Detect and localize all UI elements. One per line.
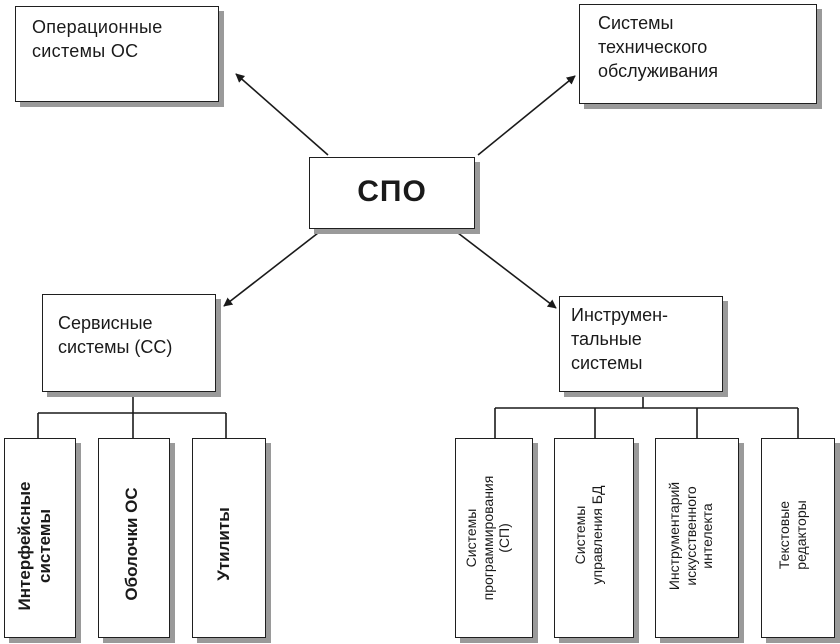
arrow-to-service [223,232,319,307]
instrumental-systems-box [559,296,723,392]
text-editors-label: Текстовые редакторы [776,500,809,570]
arrow-to-os [235,73,329,156]
ai-tools-label: Инструментарий искусственного интелекта [666,481,716,591]
instrumental-systems-label: Инструмен- тальные системы [571,305,669,373]
os-box [15,6,219,102]
arrow-to-maintenance [477,75,576,156]
text-editors-box [761,438,835,638]
service-systems-label: Сервисные системы (СС) [58,313,173,357]
os-shells-box [98,438,170,638]
utilities-box [192,438,266,638]
os-label: Операционные системы ОС [32,17,163,61]
instrumental-tree-connectors [494,392,799,438]
spo-box [309,157,475,229]
spo-label: СПО [357,175,427,208]
maintenance-box [579,4,817,104]
programming-systems-box [455,438,533,638]
service-systems-box [42,294,216,392]
db-management-label: Системы управления БД [572,485,605,585]
utilities-label: Утилиты [214,507,233,581]
interface-systems-label: Интерфейсные системы [15,481,55,611]
os-shells-label: Оболочки ОС [122,487,141,601]
interface-systems-box [4,438,76,638]
db-management-box [554,438,634,638]
service-tree-connectors [37,392,227,438]
programming-systems-label: Системы программирования (СП) [463,475,513,601]
ai-tools-box [655,438,739,638]
maintenance-label: Системы технического обслуживания [598,13,719,81]
arrow-to-instrumental [457,232,557,309]
